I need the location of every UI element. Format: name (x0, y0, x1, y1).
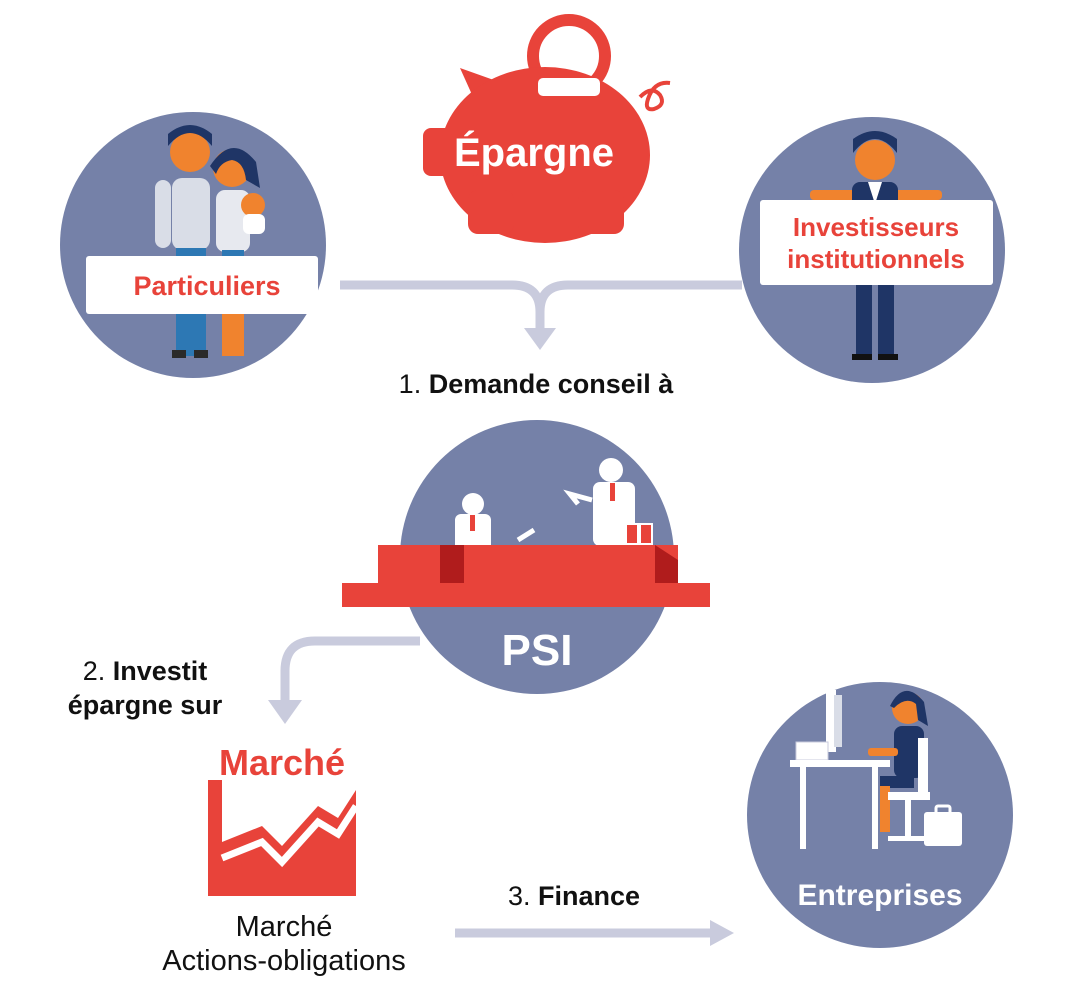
advisors-desk-icon (342, 458, 710, 607)
step3-label: 3. Finance (508, 881, 640, 911)
marche-caption-line1: Marché (236, 911, 333, 943)
investisseurs-label-line2: institutionnels (787, 244, 965, 274)
marche-node: Marché Marché Actions-obligations (162, 742, 405, 977)
step3-text: Finance (538, 881, 640, 911)
particuliers-node: Particuliers (60, 112, 326, 378)
arrow-savers-to-psi (340, 280, 742, 350)
investisseurs-label-line1: Investisseurs (793, 212, 959, 242)
office-worker-icon (790, 690, 962, 849)
marche-caption-line2: Actions-obligations (162, 945, 405, 977)
market-chart-icon (208, 780, 359, 896)
entreprises-label: Entreprises (797, 879, 962, 912)
psi-node: PSI (342, 420, 710, 694)
step1-number: 1. (399, 369, 422, 399)
step2-label-line1: 2. Investit (83, 656, 208, 686)
arrow-market-to-companies (455, 920, 734, 946)
step2-line2: épargne sur (68, 690, 223, 720)
particuliers-label: Particuliers (133, 271, 280, 301)
marche-title: Marché (219, 742, 345, 783)
psi-label: PSI (502, 626, 573, 675)
step2-line1: Investit (113, 656, 208, 686)
epargne-label: Épargne (454, 130, 614, 175)
step2-number: 2. (83, 656, 106, 686)
step3-number: 3. (508, 881, 531, 911)
entreprises-node: Entreprises (747, 682, 1013, 948)
investisseurs-node: Investisseurs institutionnels (739, 117, 1005, 383)
step1-label: 1. Demande conseil à (399, 369, 675, 399)
arrow-psi-to-market (268, 636, 420, 724)
piggy-bank-icon (423, 14, 671, 243)
step1-text: Demande conseil à (429, 369, 675, 399)
